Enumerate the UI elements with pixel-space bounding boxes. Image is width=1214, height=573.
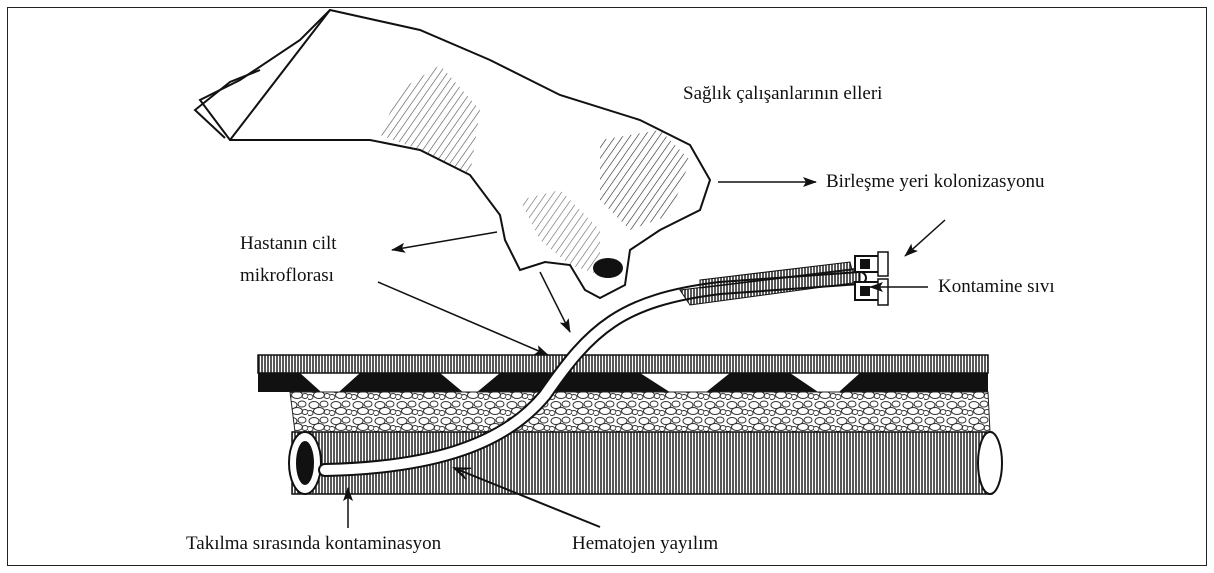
label-skin-line2: mikroflorası	[240, 264, 334, 288]
label-insertion-contamination: Takılma sırasında kontaminasyon	[186, 532, 441, 556]
label-skin-line1: Hastanın cilt	[240, 232, 337, 256]
arrow-skin-upper	[392, 232, 497, 250]
arrow-skin-lower	[378, 282, 548, 355]
label-contaminated-fluid: Kontamine sıvı	[938, 275, 1055, 299]
arrow-finger	[540, 272, 570, 332]
label-healthcare-hands: Sağlık çalışanlarının elleri	[683, 82, 882, 106]
label-hub-colonization: Birleşme yeri kolonizasyonu	[826, 170, 1044, 194]
label-hematogenous-spread: Hematojen yayılım	[572, 532, 718, 556]
skin-layers	[258, 355, 990, 432]
arrow-hub-diagonal	[905, 220, 945, 256]
